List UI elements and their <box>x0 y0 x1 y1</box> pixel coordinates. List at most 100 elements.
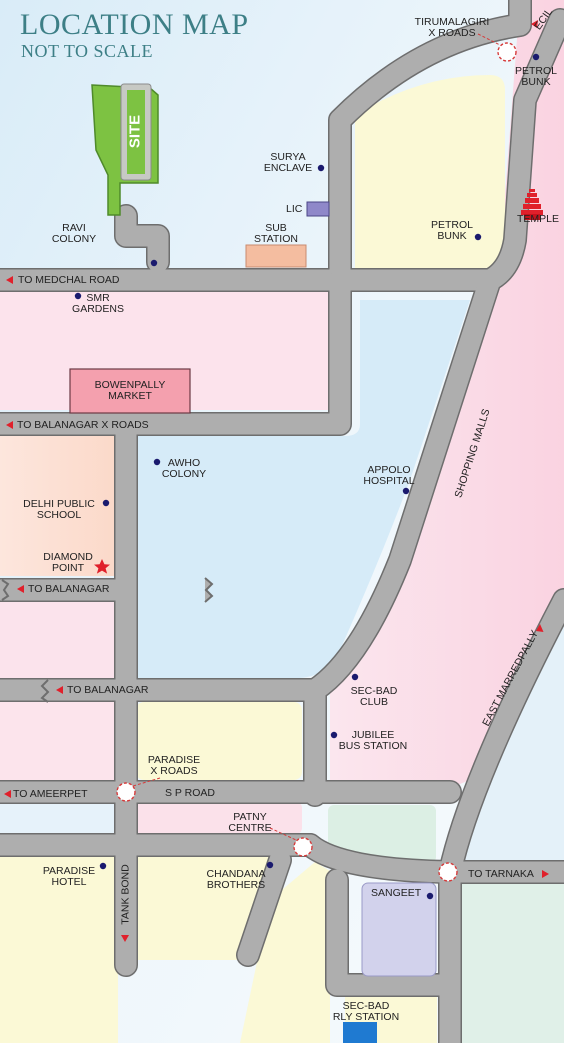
zone-yellow-ne <box>355 75 505 268</box>
arrow-tank-bond-icon <box>121 935 129 942</box>
zone-green-southeast <box>445 880 564 1043</box>
leader-tirumalagiri <box>477 33 501 46</box>
road-north <box>329 0 531 291</box>
road-balanagar-x <box>0 269 351 435</box>
marker-appolo-hospital <box>402 487 410 495</box>
marker-delhi-public-school <box>102 499 110 507</box>
map-title: LOCATION MAP <box>20 8 249 41</box>
marker-awho-colony <box>153 458 161 466</box>
site-label: SITE <box>126 114 144 149</box>
zone-yellow-south-west <box>0 856 118 1043</box>
bowenpally-market-building <box>69 368 191 414</box>
road-diagonal <box>304 269 501 701</box>
zone-blue-sw <box>0 802 118 834</box>
marker-paradise-hotel <box>99 862 107 870</box>
marker-sangeet <box>426 892 434 900</box>
road-tarnaka <box>299 834 564 883</box>
marker-petrol-bunk <box>474 233 482 241</box>
label-to-tarnaka: TO TARNAKA <box>468 868 534 880</box>
zone-yellow-south-mid <box>136 856 270 960</box>
arrow-balanagar-x-icon <box>6 421 13 429</box>
temple-icon <box>521 189 543 220</box>
marker-surya-enclave <box>317 164 325 172</box>
marker-ravi-colony <box>150 259 158 267</box>
label-to-balanagar-2: TO BALANAGAR <box>67 684 149 696</box>
zone-peach-school <box>0 436 118 576</box>
arrow-balanagar-1-icon <box>17 585 24 593</box>
road-marredpally <box>439 589 564 883</box>
road-cut-balanagar-1 <box>1 579 10 601</box>
junction-patny <box>293 837 313 857</box>
marker-secbad-club <box>351 673 359 681</box>
direction-arrows <box>4 20 549 942</box>
road-cut-east <box>204 577 214 603</box>
label-lic: LIC <box>286 203 303 215</box>
label-to-balanagar-1: TO BALANAGAR <box>28 583 110 595</box>
road-site-access <box>115 205 169 273</box>
zone-yellow-paradise <box>136 702 302 780</box>
road-station <box>326 869 451 996</box>
zone-pink-patny <box>136 802 302 834</box>
arrow-ameerpet-icon <box>4 790 11 798</box>
arrow-tarnaka-icon <box>542 870 549 878</box>
label-sp-road: S P ROAD <box>165 787 215 799</box>
label-to-ameerpet: TO AMEERPET <box>13 788 88 800</box>
leader-lines <box>132 33 501 841</box>
label-to-balanagar-x-roads: TO BALANAGAR X ROADS <box>17 419 149 431</box>
sangeet-building <box>361 882 437 977</box>
zone-blue-central <box>136 300 470 678</box>
site-plot <box>91 83 159 216</box>
lic-building <box>306 201 330 217</box>
zone-green-center <box>328 805 436 863</box>
road-balanagar-2 <box>0 679 326 806</box>
star-icon <box>94 559 110 574</box>
marker-petrol-bunk-top <box>532 53 540 61</box>
junction-paradise <box>116 782 136 802</box>
railway-station-marker <box>343 1022 377 1043</box>
arrow-marredpally-icon <box>536 624 544 632</box>
label-temple: TEMPLE <box>517 213 560 225</box>
zone-pink-west-2 <box>0 700 118 782</box>
zone-pink-west <box>0 600 118 678</box>
arrow-medchal-icon <box>6 276 13 284</box>
place-markers <box>74 53 540 900</box>
marker-chandana-brothers <box>266 861 274 869</box>
marker-jubilee-bus-station <box>330 731 338 739</box>
label-sangeet: SANGEET <box>371 887 422 899</box>
sub-station-building <box>245 244 307 268</box>
map-subtitle: NOT TO SCALE <box>21 41 154 61</box>
arrow-balanagar-2-icon <box>56 686 63 694</box>
arrow-ecil-icon <box>531 20 538 28</box>
zone-yellow-south-center <box>240 862 345 1043</box>
label-tank-bond: TANK BOND <box>119 864 132 925</box>
road-chandana <box>237 849 291 966</box>
junction-markers <box>116 42 517 882</box>
label-to-medchal-road: TO MEDCHAL ROAD <box>18 274 120 286</box>
marker-smr-gardens <box>74 292 82 300</box>
site-inner-plot <box>127 90 145 174</box>
junction-tarnaka <box>438 862 458 882</box>
